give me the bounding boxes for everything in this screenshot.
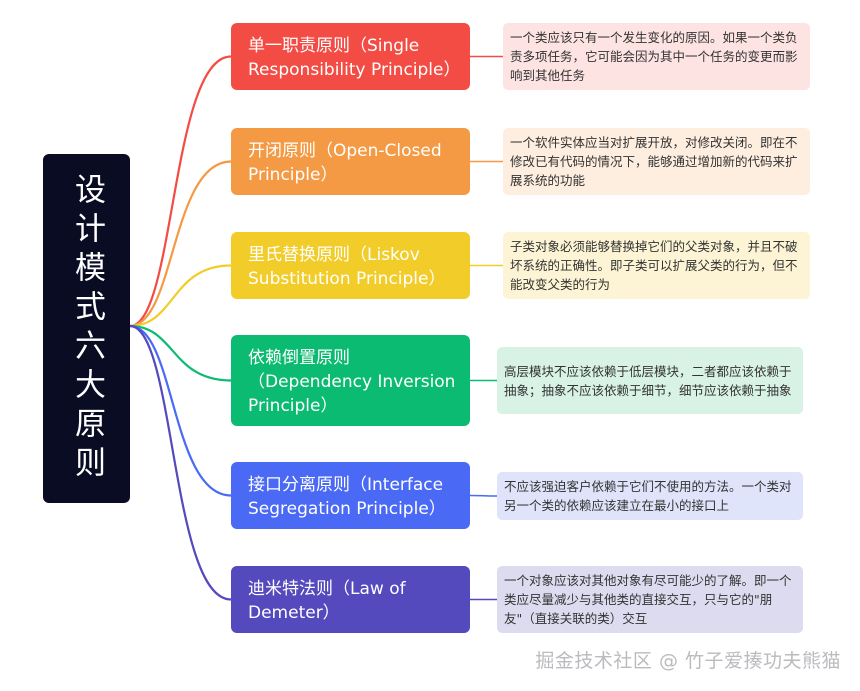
principle-note-text: 一个对象应该对其他对象有尽可能少的了解。即一个类应尽量减少与其他类的直接交互，只… [504,573,792,626]
principle-node-interface-segregation[interactable]: 接口分离原则（Interface Segregation Principle） [231,462,470,529]
connector-line [129,324,232,601]
note-connector-line [469,494,498,497]
connector-line [129,160,232,328]
principle-note-law-of-demeter: 一个对象应该对其他对象有尽可能少的了解。即一个类应尽量减少与其他类的直接交互，只… [497,566,803,633]
connector-line [129,324,232,382]
root-node[interactable]: 设计模式六大原则 [43,154,130,503]
principle-label: 依赖倒置原则（Dependency Inversion Principle） [248,347,456,416]
connector-line [129,324,232,497]
principle-label: 接口分离原则（Interface Segregation Principle） [248,474,446,519]
connector-line [129,264,232,328]
principle-node-liskov-substitution[interactable]: 里氏替换原则（Liskov Substitution Principle） [231,232,470,299]
principle-node-law-of-demeter[interactable]: 迪米特法则（Law of Demeter） [231,566,470,633]
principle-node-single-responsibility[interactable]: 单一职责原则（Single Responsibility Principle） [231,23,470,90]
principle-note-single-responsibility: 一个类应该只有一个发生变化的原因。如果一个类负责多项任务，它可能会因为其中一个任… [503,23,810,90]
principle-note-text: 一个类应该只有一个发生变化的原因。如果一个类负责多项任务，它可能会因为其中一个任… [510,30,798,83]
principle-note-open-closed: 一个软件实体应当对扩展开放，对修改关闭。即在不修改已有代码的情况下，能够通过增加… [503,128,810,195]
root-title: 设计模式六大原则 [69,172,105,485]
principle-note-dependency-inversion: 高层模块不应该依赖于低层模块，二者都应该依赖于抽象；抽象不应该依赖于细节，细节应… [497,347,803,414]
principle-label: 迪米特法则（Law of Demeter） [248,578,406,623]
principle-node-dependency-inversion[interactable]: 依赖倒置原则（Dependency Inversion Principle） [231,335,470,426]
principle-note-text: 不应该强迫客户依赖于它们不使用的方法。一个类对另一个类的依赖应该建立在最小的接口… [504,479,792,513]
principle-label: 单一职责原则（Single Responsibility Principle） [248,35,461,80]
principle-note-text: 一个软件实体应当对扩展开放，对修改关闭。即在不修改已有代码的情况下，能够通过增加… [510,135,798,188]
principle-node-open-closed[interactable]: 开闭原则（Open-Closed Principle） [231,128,470,195]
principle-note-liskov-substitution: 子类对象必须能够替换掉它们的父类对象，并且不破坏系统的正确性。即子类可以扩展父类… [503,232,810,299]
principle-note-text: 高层模块不应该依赖于低层模块，二者都应该依赖于抽象；抽象不应该依赖于细节，细节应… [504,363,792,398]
principle-note-interface-segregation: 不应该强迫客户依赖于它们不使用的方法。一个类对另一个类的依赖应该建立在最小的接口… [497,472,803,520]
principle-label: 开闭原则（Open-Closed Principle） [248,140,442,185]
principle-label: 里氏替换原则（Liskov Substitution Principle） [248,244,446,289]
principle-note-text: 子类对象必须能够替换掉它们的父类对象，并且不破坏系统的正确性。即子类可以扩展父类… [510,239,798,292]
connector-line [129,55,232,328]
watermark: 掘金技术社区 @ 竹子爱揍功夫熊猫 [535,650,841,672]
